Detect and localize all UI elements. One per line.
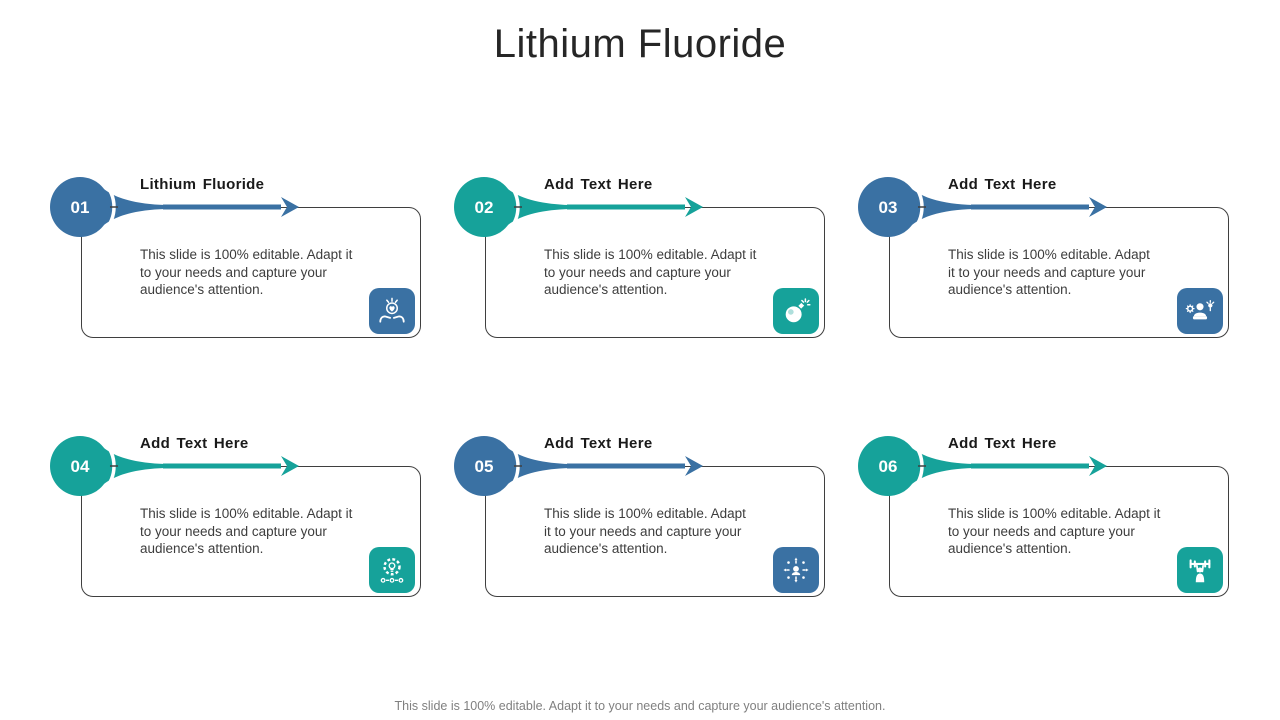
person-spread-arrows-icon xyxy=(783,557,809,583)
card-outline xyxy=(81,207,421,338)
card-icon-box xyxy=(1177,288,1223,334)
card-body-text: This slide is 100% editable. Adapt it to… xyxy=(948,247,1150,297)
card-outline xyxy=(889,207,1229,338)
number-badge xyxy=(454,436,514,496)
card-heading: Add Text Here xyxy=(544,176,653,193)
number-badge xyxy=(50,436,110,496)
number-badge xyxy=(858,177,918,237)
card-icon-box xyxy=(1177,547,1223,593)
number-arrow-graphic: 05 xyxy=(454,435,703,497)
slide-title: Lithium Fluoride xyxy=(493,22,787,66)
number-badge xyxy=(50,177,110,237)
gear-lightbulb-network-icon xyxy=(380,558,404,583)
card-body-text: This slide is 100% editable. Adapt it to… xyxy=(140,506,353,556)
number-badge xyxy=(858,436,918,496)
number-arrow-graphic: 02 xyxy=(454,176,703,238)
person-gear-idea-icon xyxy=(1185,300,1215,320)
number-label: 02 xyxy=(475,198,494,217)
card-icon-box xyxy=(369,288,415,334)
info-card-02: Add Text Here This slide is 100% editabl… xyxy=(454,166,828,346)
bomb-icon xyxy=(785,298,811,323)
card-heading: Add Text Here xyxy=(544,435,653,452)
card-heading: Add Text Here xyxy=(948,176,1057,193)
card-icon-box xyxy=(773,547,819,593)
number-label: 06 xyxy=(879,457,898,476)
info-card-03: Add Text Here This slide is 100% editabl… xyxy=(858,166,1232,346)
card-body-text: This slide is 100% editable. Adapt it to… xyxy=(544,247,757,297)
slide-footer-note: This slide is 100% editable. Adapt it to… xyxy=(394,699,886,713)
card-icon-box xyxy=(773,288,819,334)
number-badge xyxy=(454,177,514,237)
info-card-06: Add Text Here This slide is 100% editabl… xyxy=(858,425,1232,605)
card-heading: Add Text Here xyxy=(140,435,249,452)
card-body-text: This slide is 100% editable. Adapt it to… xyxy=(140,247,353,297)
info-card-01: Lithium Fluoride This slide is 100% edit… xyxy=(50,166,424,346)
number-label: 01 xyxy=(71,198,90,217)
number-arrow-graphic: 04 xyxy=(50,435,299,497)
hands-holding-heart-icon xyxy=(379,297,405,323)
weightlifter-icon xyxy=(1189,559,1211,583)
number-label: 03 xyxy=(879,198,898,217)
card-icon-box xyxy=(369,547,415,593)
number-label: 04 xyxy=(71,457,90,476)
number-label: 05 xyxy=(475,457,494,476)
card-body-text: This slide is 100% editable. Adapt it to… xyxy=(948,506,1161,556)
card-heading: Lithium Fluoride xyxy=(140,176,265,193)
number-arrow-graphic: 01 xyxy=(50,176,299,238)
card-heading: Add Text Here xyxy=(948,435,1057,452)
info-card-04: Add Text Here This slide is 100% editabl… xyxy=(50,425,424,605)
card-body-text: This slide is 100% editable. Adapt it to… xyxy=(544,506,746,556)
card-outline xyxy=(889,466,1229,597)
number-arrow-graphic: 06 xyxy=(858,435,1107,497)
info-card-05: Add Text Here This slide is 100% editabl… xyxy=(454,425,828,605)
number-arrow-graphic: 03 xyxy=(858,176,1107,238)
card-outline xyxy=(81,466,421,597)
